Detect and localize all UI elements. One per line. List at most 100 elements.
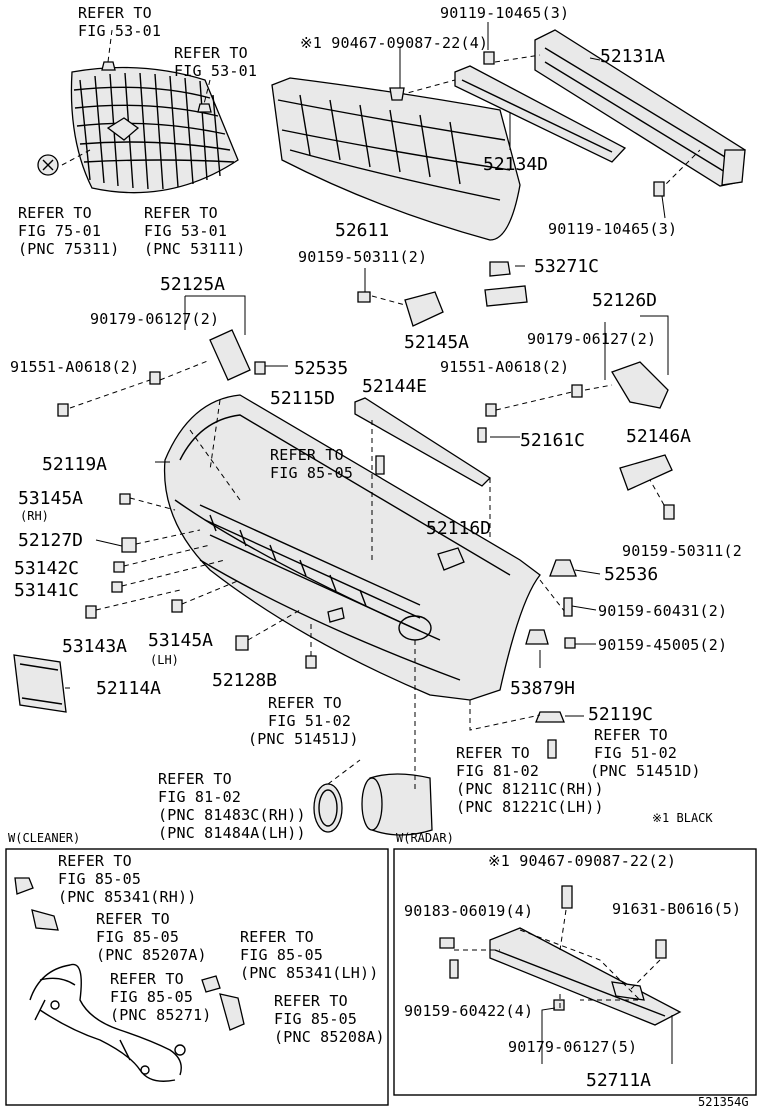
refer-51-02-a-line1: REFER TO bbox=[268, 694, 342, 712]
refer-53-01-c-line2: FIG 53-01 bbox=[144, 222, 227, 240]
radar-part-90467[interactable]: ※1 90467-09087-22(2) bbox=[488, 852, 676, 870]
cleaner-c5-line1: REFER TO bbox=[274, 992, 348, 1010]
part-52119C[interactable]: 52119C bbox=[588, 704, 653, 725]
cleaner-box bbox=[5, 848, 389, 1106]
part-53142C[interactable]: 53142C bbox=[14, 558, 79, 579]
license-bracket-drawing bbox=[13, 654, 67, 713]
refer-81-02-b-line1: REFER TO bbox=[158, 770, 232, 788]
refer-85-05-line1: REFER TO bbox=[270, 446, 344, 464]
cleaner-c5-line3: (PNC 85208A) bbox=[274, 1028, 385, 1046]
part-53141C[interactable]: 53141C bbox=[14, 580, 79, 601]
figure-code: 521354G bbox=[698, 1095, 749, 1109]
part-52114A[interactable]: 52114A bbox=[96, 678, 161, 699]
part-52535[interactable]: 52535 bbox=[294, 358, 348, 379]
leader-lines bbox=[65, 22, 673, 1064]
refer-75-01-line1: REFER TO bbox=[18, 204, 92, 222]
cleaner-c1-line3: (PNC 85341(RH)) bbox=[58, 888, 196, 906]
energy-absorber-drawing bbox=[271, 77, 521, 241]
part-53143A[interactable]: 53143A bbox=[62, 636, 127, 657]
part-52131A[interactable]: 52131A bbox=[600, 46, 665, 67]
lh-note: (LH) bbox=[150, 653, 179, 667]
radar-part-90179[interactable]: 90179-06127(5) bbox=[508, 1038, 637, 1056]
cleaner-c4-line3: (PNC 85271) bbox=[110, 1006, 212, 1024]
part-53879H[interactable]: 53879H bbox=[510, 678, 575, 699]
refer-51-02-b-line1: REFER TO bbox=[594, 726, 668, 744]
part-52145A[interactable]: 52145A bbox=[404, 332, 469, 353]
bumper-cover-drawing bbox=[163, 394, 573, 701]
part-52611[interactable]: 52611 bbox=[335, 220, 389, 241]
refer-51-02-b-line2: FIG 51-02 bbox=[594, 744, 677, 762]
radar-part-91631[interactable]: 91631-B0616(5) bbox=[612, 900, 741, 918]
part-52146A[interactable]: 52146A bbox=[626, 426, 691, 447]
part-90159-50311-a[interactable]: 90159-50311(2) bbox=[298, 248, 427, 266]
cleaner-c2-line1: REFER TO bbox=[96, 910, 170, 928]
part-52119A[interactable]: 52119A bbox=[42, 454, 107, 475]
cleaner-c2-line3: (PNC 85207A) bbox=[96, 946, 207, 964]
part-52128B[interactable]: 52128B bbox=[212, 670, 277, 691]
cleaner-c3-line2: FIG 85-05 bbox=[240, 946, 323, 964]
refer-81-02-a-line1: REFER TO bbox=[456, 744, 530, 762]
refer-81-02-b-line3: (PNC 81483C(RH)) bbox=[158, 806, 306, 824]
part-52115D[interactable]: 52115D bbox=[270, 388, 335, 409]
line-art bbox=[13, 22, 746, 1082]
radar-bracket-drawing bbox=[439, 885, 682, 1026]
black-note: ※1 BLACK bbox=[652, 811, 713, 825]
refer-81-02-b-line2: FIG 81-02 bbox=[158, 788, 241, 806]
cleaner-title: W(CLEANER) bbox=[8, 831, 80, 845]
bumper-retainer-drawing bbox=[389, 51, 627, 163]
cleaner-c1-line2: FIG 85-05 bbox=[58, 870, 141, 888]
center-brackets-drawing bbox=[357, 261, 528, 327]
refer-53-01-c-line1: REFER TO bbox=[144, 204, 218, 222]
part-90159-50311-b[interactable]: 90159-50311(2 bbox=[622, 542, 742, 560]
part-52116D[interactable]: 52116D bbox=[426, 518, 491, 539]
part-53271C[interactable]: 53271C bbox=[534, 256, 599, 277]
refer-81-02-a-line3: (PNC 81211C(RH)) bbox=[456, 780, 604, 798]
cleaner-c1-line1: REFER TO bbox=[58, 852, 132, 870]
refer-53-01-a-line1: REFER TO bbox=[78, 4, 152, 22]
refer-75-01-line3: (PNC 75311) bbox=[18, 240, 120, 258]
radar-title: W(RADAR) bbox=[396, 831, 454, 845]
refer-81-02-a-line2: FIG 81-02 bbox=[456, 762, 539, 780]
refer-53-01-c-line3: (PNC 53111) bbox=[144, 240, 246, 258]
part-52127D[interactable]: 52127D bbox=[18, 530, 83, 551]
cleaner-hoses-drawing bbox=[14, 877, 245, 1082]
side-brackets-drawing bbox=[57, 329, 675, 520]
part-91551-A0618-a[interactable]: 91551-A0618(2) bbox=[10, 358, 139, 376]
part-90159-45005[interactable]: 90159-45005(2) bbox=[598, 636, 727, 654]
refer-53-01-a-line2: FIG 53-01 bbox=[78, 22, 161, 40]
radar-part-52711A[interactable]: 52711A bbox=[586, 1070, 651, 1091]
bumper-reinforcement-drawing bbox=[494, 29, 746, 197]
part-90179-06127-b[interactable]: 90179-06127(2) bbox=[527, 330, 656, 348]
part-90159-60431[interactable]: 90159-60431(2) bbox=[598, 602, 727, 620]
part-52126D[interactable]: 52126D bbox=[592, 290, 657, 311]
part-90179-06127-a[interactable]: 90179-06127(2) bbox=[90, 310, 219, 328]
cleaner-c3-line3: (PNC 85341(LH)) bbox=[240, 964, 378, 982]
radar-part-90183[interactable]: 90183-06019(4) bbox=[404, 902, 533, 920]
refer-51-02-a-line3: (PNC 51451J) bbox=[248, 730, 359, 748]
part-52161C[interactable]: 52161C bbox=[520, 430, 585, 451]
small-clips-drawing bbox=[85, 493, 317, 669]
part-90467-09087-22-4[interactable]: ※1 90467-09087-22(4) bbox=[300, 34, 488, 52]
cleaner-c5-line2: FIG 85-05 bbox=[274, 1010, 357, 1028]
rh-note: (RH) bbox=[20, 509, 49, 523]
radiator-grille-drawing bbox=[37, 29, 239, 194]
part-52144E[interactable]: 52144E bbox=[362, 376, 427, 397]
part-52125A[interactable]: 52125A bbox=[160, 274, 225, 295]
refer-75-01-line2: FIG 75-01 bbox=[18, 222, 101, 240]
refer-53-01-b-line2: FIG 53-01 bbox=[174, 62, 257, 80]
fog-lamp-drawing bbox=[313, 640, 433, 836]
radar-part-90159[interactable]: 90159-60422(4) bbox=[404, 1002, 533, 1020]
part-53145A-lh[interactable]: 53145A bbox=[148, 630, 213, 651]
part-52536[interactable]: 52536 bbox=[604, 564, 658, 585]
part-90119-10465-bot[interactable]: 90119-10465(3) bbox=[548, 220, 677, 238]
part-90119-10465-top[interactable]: 90119-10465(3) bbox=[440, 4, 569, 22]
refer-81-02-b-line4: (PNC 81484A(LH)) bbox=[158, 824, 306, 842]
part-91551-A0618-b[interactable]: 91551-A0618(2) bbox=[440, 358, 569, 376]
cleaner-c4-line2: FIG 85-05 bbox=[110, 988, 193, 1006]
part-53145A-rh[interactable]: 53145A bbox=[18, 488, 83, 509]
right-clips-drawing bbox=[469, 559, 577, 759]
part-52134D[interactable]: 52134D bbox=[483, 154, 548, 175]
refer-53-01-b-line1: REFER TO bbox=[174, 44, 248, 62]
cleaner-c3-line1: REFER TO bbox=[240, 928, 314, 946]
